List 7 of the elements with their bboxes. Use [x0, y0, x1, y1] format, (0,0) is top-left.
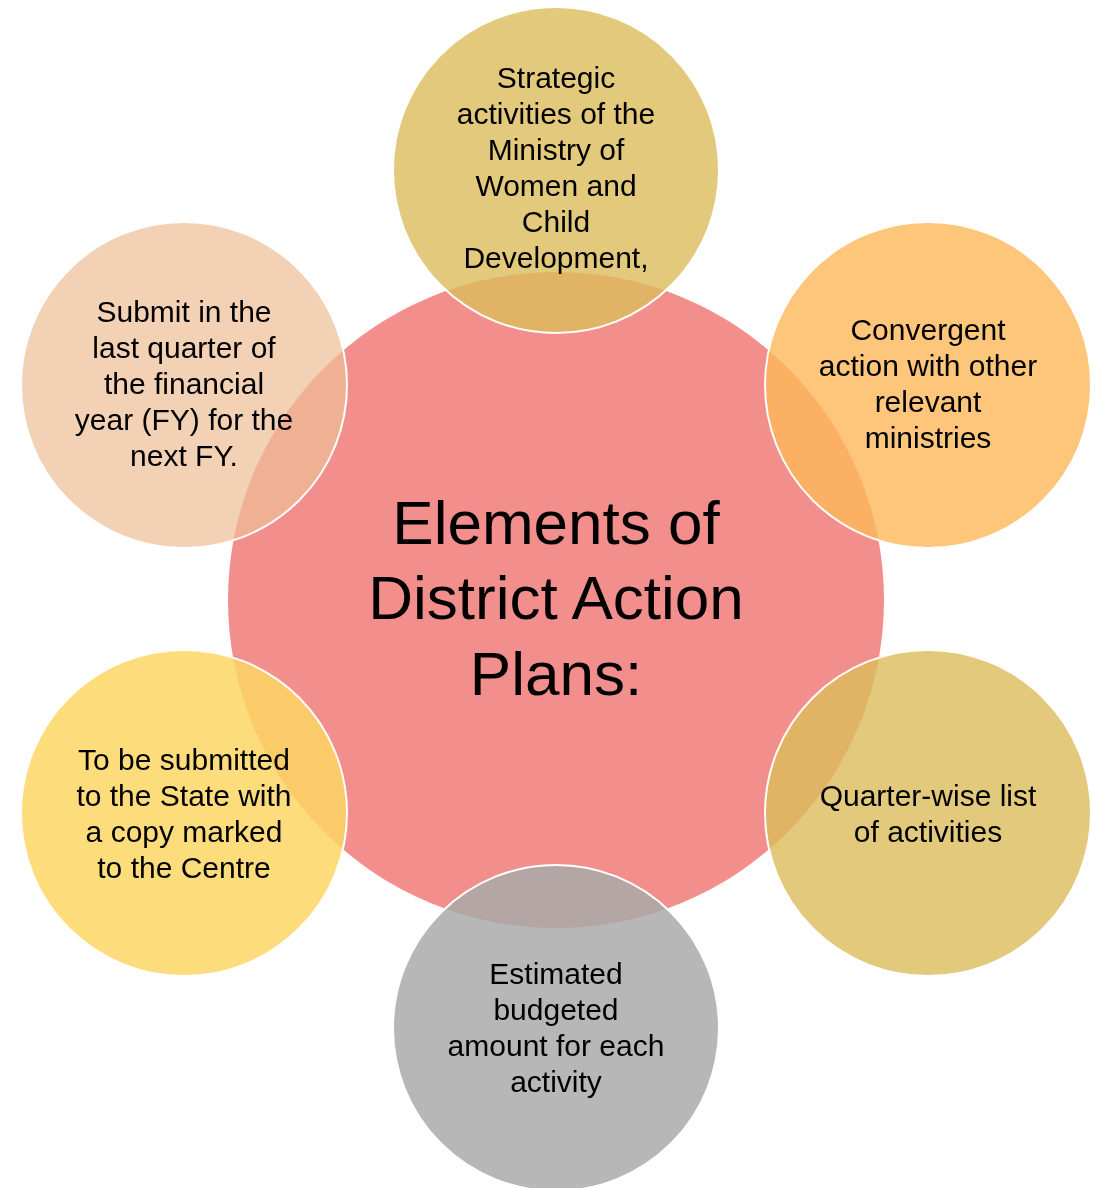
element-text: Strategic activities of the Ministry of Women and Child Development,	[455, 60, 657, 276]
element-text: Convergent action with other relevant ministries	[817, 312, 1039, 456]
diagram-heading: Elements of District Action Plans:	[367, 486, 745, 710]
element-text: Estimated budgeted amount for each activity	[446, 956, 666, 1100]
element-text: To be submitted to the State with a copy marked to the Centre	[75, 742, 293, 886]
element-text: Quarter-wise list of activities	[818, 778, 1038, 850]
element-text: Submit in the last quarter of the financial year (FY) for the next FY.	[73, 294, 295, 474]
